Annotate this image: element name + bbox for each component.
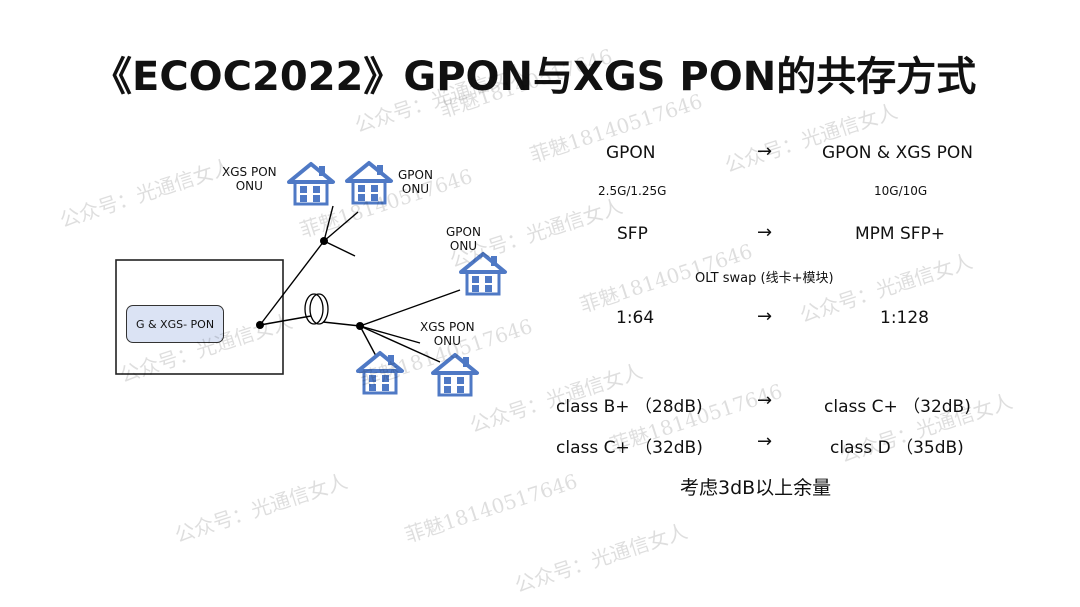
cmp-left-1: GPON — [606, 143, 656, 163]
arrow-2: → — [757, 222, 773, 243]
cmp-left-4: 1:64 — [616, 308, 655, 328]
onu-house-icon-3 — [459, 252, 507, 296]
arrow-1: → — [757, 141, 773, 162]
cmp-left-3: SFP — [617, 224, 648, 244]
arrow-5: → — [757, 431, 773, 452]
fibre-spool — [304, 293, 324, 325]
olt-swap-note: OLT swap (线卡+模块) — [695, 271, 834, 286]
cmp-right-3: MPM SFP+ — [855, 224, 946, 244]
olt-module-label: G & XGS- PON — [126, 305, 224, 343]
splitter-2-dot — [356, 322, 364, 330]
cmp-left-5: class B+ （28dB) — [556, 397, 703, 417]
olt-port-dot — [256, 321, 264, 329]
cmp-right-4: 1:128 — [880, 308, 929, 328]
onu-house-icon-1 — [287, 162, 335, 206]
cmp-right-2: 10G/10G — [874, 184, 928, 198]
splitter-1-dot — [320, 237, 328, 245]
cmp-left-2: 2.5G/1.25G — [598, 184, 667, 198]
cmp-left-6: class C+ （32dB) — [556, 438, 703, 458]
cmp-right-5: class C+ （32dB) — [824, 397, 971, 417]
arrow-4: → — [757, 390, 773, 411]
olt-chassis — [115, 259, 284, 375]
arrow-3: → — [757, 306, 773, 327]
cmp-right-1: GPON & XGS PON — [822, 143, 973, 163]
onu-house-icon-2 — [345, 161, 393, 205]
slide-title: 《ECOC2022》GPON与XGS PON的共存方式 — [92, 54, 977, 100]
cmp-right-6: class D （35dB) — [830, 438, 964, 458]
onu-house-icon-4 — [356, 351, 404, 395]
margin-note: 考虑3dB以上余量 — [680, 477, 832, 499]
onu-house-icon-5 — [431, 353, 479, 397]
